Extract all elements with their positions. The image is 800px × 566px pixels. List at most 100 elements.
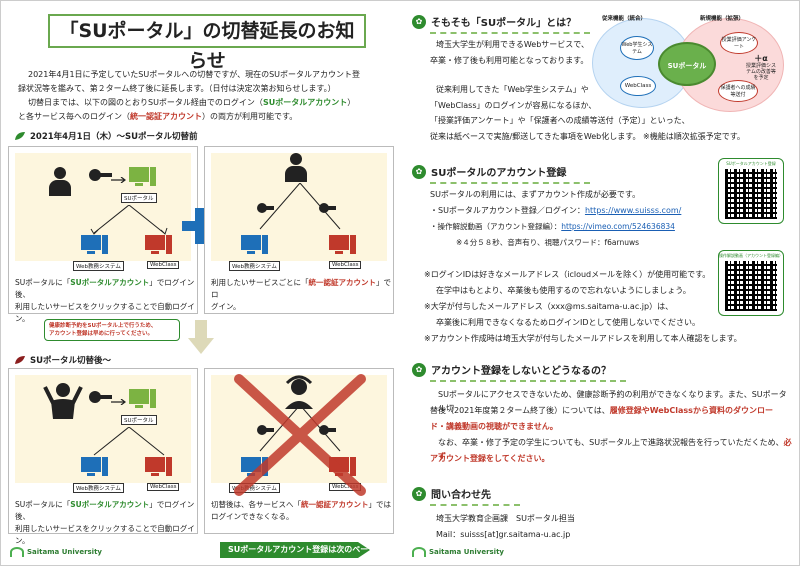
health-check-note: 健康診断予約をSUポータル上で行うため、アカウント登録は早めに行ってください。 [44, 319, 180, 341]
webclass-node: WebClass [620, 76, 656, 96]
register-note-2: 在学中はもとより、卒業後も使用するので忘れないようにしましょう。 [436, 286, 691, 295]
noreg-heading: ✿アカウント登録をしないとどうなるの？ [412, 362, 611, 377]
leaf-icon: ✿ [412, 14, 426, 29]
after-right-panel: Web教務システム WebClass 切替後は、各サービスへ「統一認証アカウント… [204, 368, 394, 534]
register-p3: ・操作解説動画（アカウント登録編）：https://vimeo.com/5246… [430, 222, 675, 231]
parent-report-node: 保護者への成績等送付 [718, 80, 758, 102]
contact-line-1: 埼玉大学教育企画課 SUポータル担当 [436, 514, 575, 523]
before-heading: 2021年4月1日（木）～SUポータル切替前 [14, 130, 198, 142]
intro-line-4: と各サービス毎へのログイン（統一認証アカウント）の両方が利用可能です。 [18, 112, 298, 121]
leaf-icon: ✿ [412, 164, 426, 179]
register-note-4: 卒業後に利用できなくなるためログインIDとして使用しないでください。 [436, 318, 701, 327]
logo-mark-icon [412, 547, 426, 557]
cheering-user-icon [43, 383, 83, 419]
survey-node: 授業評価アンケート [720, 32, 758, 54]
before-left-desc: SUポータルに「SUポータルアカウント」でログイン後、 利用したいサービスをクリ… [15, 278, 195, 323]
key-lock-icon [89, 391, 112, 403]
user-icon [283, 153, 309, 183]
university-logo-left: Saitama University [10, 547, 102, 557]
register-link[interactable]: https://www.suisss.com/ [584, 206, 682, 215]
worried-user-icon [285, 375, 313, 409]
venn-center-node: SUポータル [658, 42, 716, 86]
what-p1: 埼玉大学生が利用できるWebサービスで、 [436, 40, 589, 49]
key-lock-icon [257, 425, 274, 435]
what-p6: 従来は紙ベースで実施/郵送してきた事項をWeb化します。 ※機能は順次拡張予定で… [430, 132, 745, 141]
user-icon [47, 167, 73, 197]
web-system-computer-icon [81, 235, 108, 259]
webclass-computer-icon [329, 235, 356, 259]
arrow-right-icon [111, 399, 126, 405]
what-p4: 「WebClass」のログインが容易になるほか、 [430, 101, 597, 110]
register-p2: ・SUポータルアカウント登録／ログイン：https://www.suisss.c… [430, 206, 682, 215]
venn-left-label: 従来機能（統合） [602, 16, 647, 22]
contact-heading: ✿問い合わせ先 [412, 486, 491, 501]
heading-underline [430, 32, 590, 34]
cross-out-icon [234, 374, 366, 496]
web-student-system-node: Web学生システム [620, 36, 654, 60]
branch-arrows-icon [259, 183, 341, 230]
qr-code-register[interactable]: SUポータルアカウント登録 [718, 158, 784, 224]
heading-underline [430, 380, 626, 382]
noreg-p4: なお、卒業・修了予定の学生についても、SUポータル上で進路状況報告を行っていただ… [438, 438, 792, 461]
webclass-label: WebClass [147, 483, 180, 491]
branch-arrows-icon [90, 205, 168, 235]
portal-label: SUポータル [121, 193, 157, 203]
webclass-computer-icon [145, 457, 172, 481]
key-lock-icon [257, 203, 274, 213]
plus-icon [182, 208, 218, 244]
branch-arrows-icon [259, 405, 341, 452]
qr-code-video[interactable]: 操作解説動画（アカウント登録編） [718, 250, 784, 316]
leaf-icon [15, 132, 25, 140]
key-lock-icon [319, 203, 336, 213]
noreg-p3: ド・講義動画の視聴ができません。 [430, 422, 558, 431]
noreg-p5: アカウント登録をしてください。 [430, 454, 550, 463]
register-note-5: ※アカウント作成時は埼玉大学が付与したメールアドレスを利用して本人確認をします。 [424, 334, 742, 343]
webclass-computer-icon [145, 235, 172, 259]
portal-computer-icon [129, 389, 156, 413]
leaf-icon [15, 356, 25, 364]
next-page-button[interactable]: SUポータルアカウント登録は次のページへ [220, 542, 370, 558]
intro-line-1: 2021年4月1日に予定していたSUポータルへの切替ですが、現在のSUポータルア… [28, 70, 361, 79]
webclass-label: WebClass [329, 261, 362, 269]
arrow-right-icon [111, 177, 126, 183]
what-p5: 「授業評価アンケート」や「保護者への成績等送付（予定）」といった、 [430, 116, 690, 125]
intro-line-2: 録状況等を鑑みて、第２ターム終了後に延長します。（日付は決定次第お知らせします。… [18, 84, 336, 93]
after-left-desc: SUポータルに「SUポータルアカウント」でログイン後、 利用したいサービスをクリ… [15, 500, 195, 545]
key-lock-icon [319, 425, 336, 435]
web-system-label: Web教務システム [73, 483, 124, 493]
heading-underline [430, 504, 520, 506]
register-note-3: ※大学が付与したメールアドレス（xxx@ms.saitama-u.ac.jp）は… [424, 302, 674, 311]
what-p2: 卒業・修了後も利用可能となっております。 [430, 56, 589, 65]
register-heading: ✿SUポータルのアカウント登録 [412, 164, 566, 179]
key-lock-icon [89, 169, 112, 181]
what-p3: 従来利用してきた「Web学生システム」や [436, 85, 589, 94]
web-system-computer-icon [81, 457, 108, 481]
web-system-computer-icon [241, 235, 268, 259]
webclass-label: WebClass [147, 261, 180, 269]
register-note-1: ※ログインIDは好きなメールアドレス（icloudメールを除く）が使用可能です。 [424, 270, 711, 279]
noreg-p2: 替後（2021年度第２ターム終了後）については、履修登録やWebClassから資… [430, 406, 773, 415]
portal-label: SUポータル [121, 415, 157, 425]
portal-computer-icon [129, 167, 156, 191]
web-system-label: Web教務システム [73, 261, 124, 271]
venn-right-label: 新規機能（拡張） [700, 16, 745, 22]
leaf-icon: ✿ [412, 362, 426, 377]
before-right-panel: Web教務システム WebClass 利用したいサービスごとに「統一認証アカウン… [204, 146, 394, 314]
after-heading: SUポータル切替後～ [14, 354, 111, 366]
before-left-panel: SUポータル Web教務システム WebClass SUポータルに「SUポータル… [8, 146, 198, 323]
branch-arrows-icon [93, 427, 165, 456]
down-arrow-icon [188, 320, 214, 354]
after-left-panel: SUポータル Web教務システム WebClass SUポータルに「SUポータル… [8, 368, 198, 545]
video-link[interactable]: https://vimeo.com/524636834 [561, 222, 675, 231]
intro-line-3: 切替日までは、以下の図のとおりSUポータル経由でのログイン（SUポータルアカウン… [28, 98, 356, 107]
after-right-desc: 切替後は、各サービスへ「統一認証アカウント」では ログインできなくなる。 [211, 500, 391, 521]
university-logo-right: Saitama University [412, 547, 504, 557]
before-right-desc: 利用したいサービスごとに「統一認証アカウント」でロ グイン。 [211, 278, 391, 311]
leaf-icon: ✿ [412, 486, 426, 501]
what-heading: ✿そもそも「SUポータル」とは？ [412, 14, 576, 29]
register-p1: SUポータルの利用には、まずアカウント作成が必要です。 [430, 190, 641, 199]
contact-line-2: Mail：suisss[at]gr.saitama-u.ac.jp [436, 530, 571, 539]
heading-underline [430, 182, 590, 184]
page-title: 「SUポータル」の切替延長のお知らせ [48, 14, 377, 72]
